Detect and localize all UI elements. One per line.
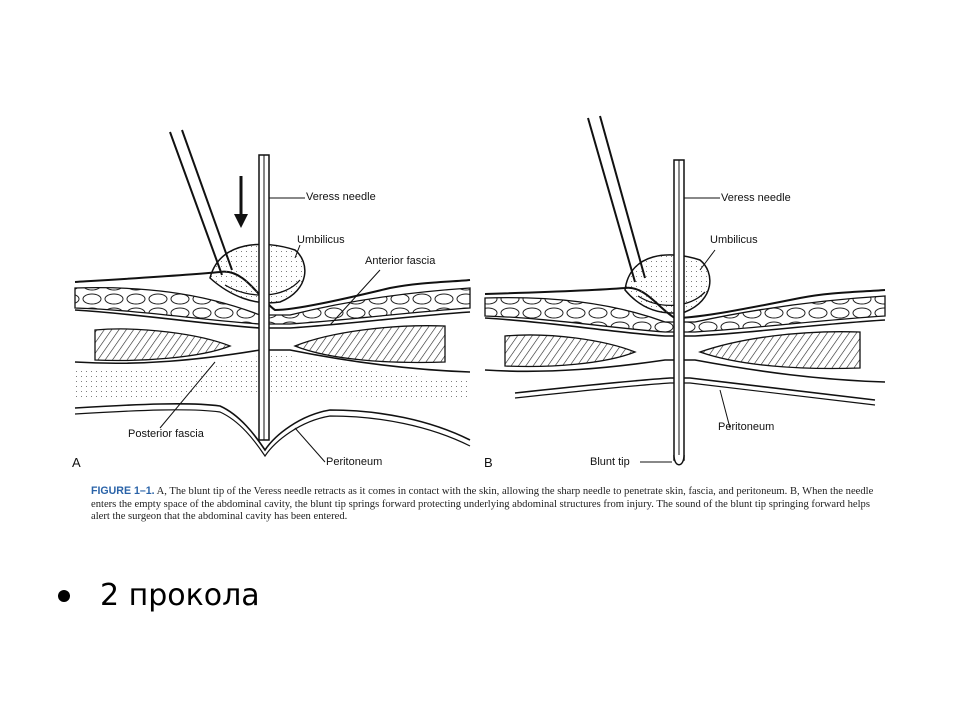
panel-a-letter: A [72,455,81,470]
label-a-veress-needle: Veress needle [306,191,376,203]
veress-needle-figure: Veress needle Umbilicus Anterior fascia … [60,110,900,490]
figure-illustration [74,115,886,466]
panel-b-letter: B [484,455,493,470]
bullet-item: 2 прокола [58,578,260,613]
label-a-posterior-fascia: Posterior fascia [128,428,204,440]
label-a-umbilicus: Umbilicus [297,234,345,246]
figure-caption-label: FIGURE 1–1. [91,485,155,497]
label-b-veress-needle: Veress needle [721,192,791,204]
figure-caption-text: A, The blunt tip of the Veress needle re… [91,486,874,523]
figure-caption: FIGURE 1–1. A, The blunt tip of the Vere… [91,485,891,524]
label-b-umbilicus: Umbilicus [710,234,758,246]
label-b-peritoneum: Peritoneum [718,421,775,433]
label-b-blunt-tip: Blunt tip [590,456,630,468]
bullet-text: 2 прокола [100,578,260,613]
panel-a-drawing [74,129,471,463]
label-a-peritoneum: Peritoneum [326,456,383,468]
panel-b-drawing [484,115,886,466]
bullet-dot-icon [58,589,70,602]
label-a-anterior-fascia: Anterior fascia [365,255,436,267]
